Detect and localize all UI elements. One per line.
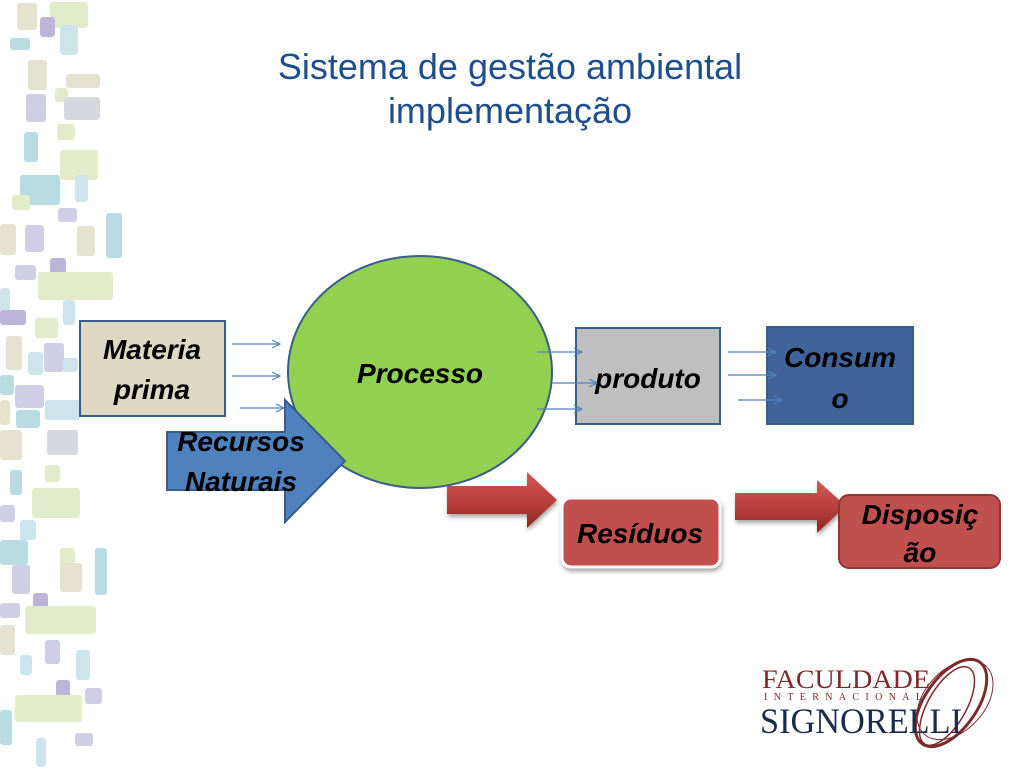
consumo-box <box>766 326 914 425</box>
decorative-tile <box>28 60 47 90</box>
produto-to-consumo-arrows <box>728 352 782 400</box>
disposicao-node: Disposiç ão <box>838 494 1001 569</box>
decorative-tile <box>45 400 80 420</box>
decorative-tile <box>63 358 78 372</box>
disposicao-label-line-1: Disposiç <box>862 499 979 530</box>
logo-swirl-icon <box>913 657 994 749</box>
logo-line-signorelli: SIGNORELLI <box>760 701 962 741</box>
decorative-tile <box>50 2 88 28</box>
decorative-tile <box>10 470 22 495</box>
consumo-node: Consum o <box>766 326 914 425</box>
decorative-tile <box>0 710 12 745</box>
decorative-tile <box>26 94 46 122</box>
decorative-tile <box>20 655 32 675</box>
logo-line-faculdade: FACULDADE <box>762 665 930 694</box>
residuos-label: Resíduos <box>577 518 703 549</box>
decorative-tile <box>15 385 44 408</box>
decorative-tile <box>0 625 15 655</box>
produto-node: produto <box>575 327 721 425</box>
produto-box <box>575 327 721 425</box>
decorative-mosaic <box>0 0 130 768</box>
decorative-tile <box>64 97 100 120</box>
decorative-tile <box>15 265 36 280</box>
decorative-tile <box>40 17 55 37</box>
decorative-tile <box>12 565 30 594</box>
recursos-naturais-label-line-1: Recursos <box>177 426 305 457</box>
decorative-tile <box>77 226 95 256</box>
decorative-tile <box>76 650 90 680</box>
decorative-tile <box>15 695 82 722</box>
recursos-naturais-arrow <box>166 397 347 525</box>
decorative-tile <box>25 606 96 634</box>
decorative-tile <box>60 563 82 592</box>
decorative-tile <box>45 640 60 664</box>
processo-to-residuos-arrow <box>447 472 557 528</box>
residuos-node: Resíduos <box>560 496 722 569</box>
materia-prima-label-line-2: prima <box>113 374 190 405</box>
decorative-tile <box>25 225 44 252</box>
decorative-tile <box>45 465 60 482</box>
decorative-tile <box>0 603 20 618</box>
decorative-tile <box>6 336 22 370</box>
decorative-tile <box>0 540 28 565</box>
decorative-tile <box>0 400 10 425</box>
produto-label: produto <box>594 363 701 394</box>
consumo-label-line-1: Consum <box>784 342 896 373</box>
decorative-tile <box>20 520 36 540</box>
decorative-tile <box>16 410 40 428</box>
slide-title-line-1: Sistema de gestão ambiental <box>277 46 743 87</box>
logo-line-internacional: INTERNACIONAL <box>764 692 922 703</box>
disposicao-box <box>838 494 1001 569</box>
decorative-tile <box>60 25 78 55</box>
decorative-tile <box>85 688 102 704</box>
decorative-tile <box>63 300 75 325</box>
decorative-tile <box>58 208 77 222</box>
materia-to-processo-arrows <box>232 344 284 408</box>
disposicao-label-line-2: ão <box>904 537 937 568</box>
decorative-tile <box>36 738 46 767</box>
decorative-tile <box>0 375 14 395</box>
consumo-label-line-2: o <box>831 383 848 414</box>
slide-title-line-2: implementação <box>387 90 633 131</box>
processo-ellipse <box>287 255 553 489</box>
slide-title: Sistema de gestão ambiental implementaçã… <box>260 45 760 133</box>
decorative-tile <box>47 430 78 455</box>
decorative-tile <box>28 352 43 375</box>
decorative-tile <box>32 488 80 518</box>
faculdade-signorelli-logo: FACULDADE INTERNACIONAL SIGNORELLI <box>760 657 994 749</box>
decorative-tile <box>38 272 113 300</box>
recursos-naturais-label-line-2: Naturais <box>185 466 297 497</box>
residuos-to-disposicao-arrow <box>735 480 846 533</box>
decorative-tile <box>0 505 15 522</box>
materia-prima-label-line-1: Materia <box>103 334 201 365</box>
decorative-tile <box>0 310 26 325</box>
decorative-tile <box>12 195 30 210</box>
decorative-tile <box>95 548 107 595</box>
decorative-tile <box>57 124 75 140</box>
materia-prima-node: Materia prima <box>79 320 226 417</box>
decorative-tile <box>35 318 58 338</box>
materia-prima-box <box>79 320 226 417</box>
decorative-tile <box>10 38 30 50</box>
decorative-tile <box>17 3 37 30</box>
decorative-tile <box>24 132 38 162</box>
decorative-tile <box>75 733 93 746</box>
processo-node: Processo <box>287 255 553 489</box>
recursos-naturais-node: Recursos Naturais <box>166 397 347 525</box>
residuos-box <box>560 496 722 569</box>
decorative-tile <box>44 343 64 372</box>
processo-to-produto-arrows <box>537 352 597 409</box>
decorative-tile <box>0 224 16 255</box>
decorative-tile <box>60 548 75 566</box>
decorative-tile <box>106 213 122 258</box>
decorative-tile <box>0 288 10 318</box>
decorative-tile <box>75 175 88 202</box>
processo-label: Processo <box>357 358 483 389</box>
decorative-tile <box>0 430 22 460</box>
decorative-tile <box>66 74 100 88</box>
